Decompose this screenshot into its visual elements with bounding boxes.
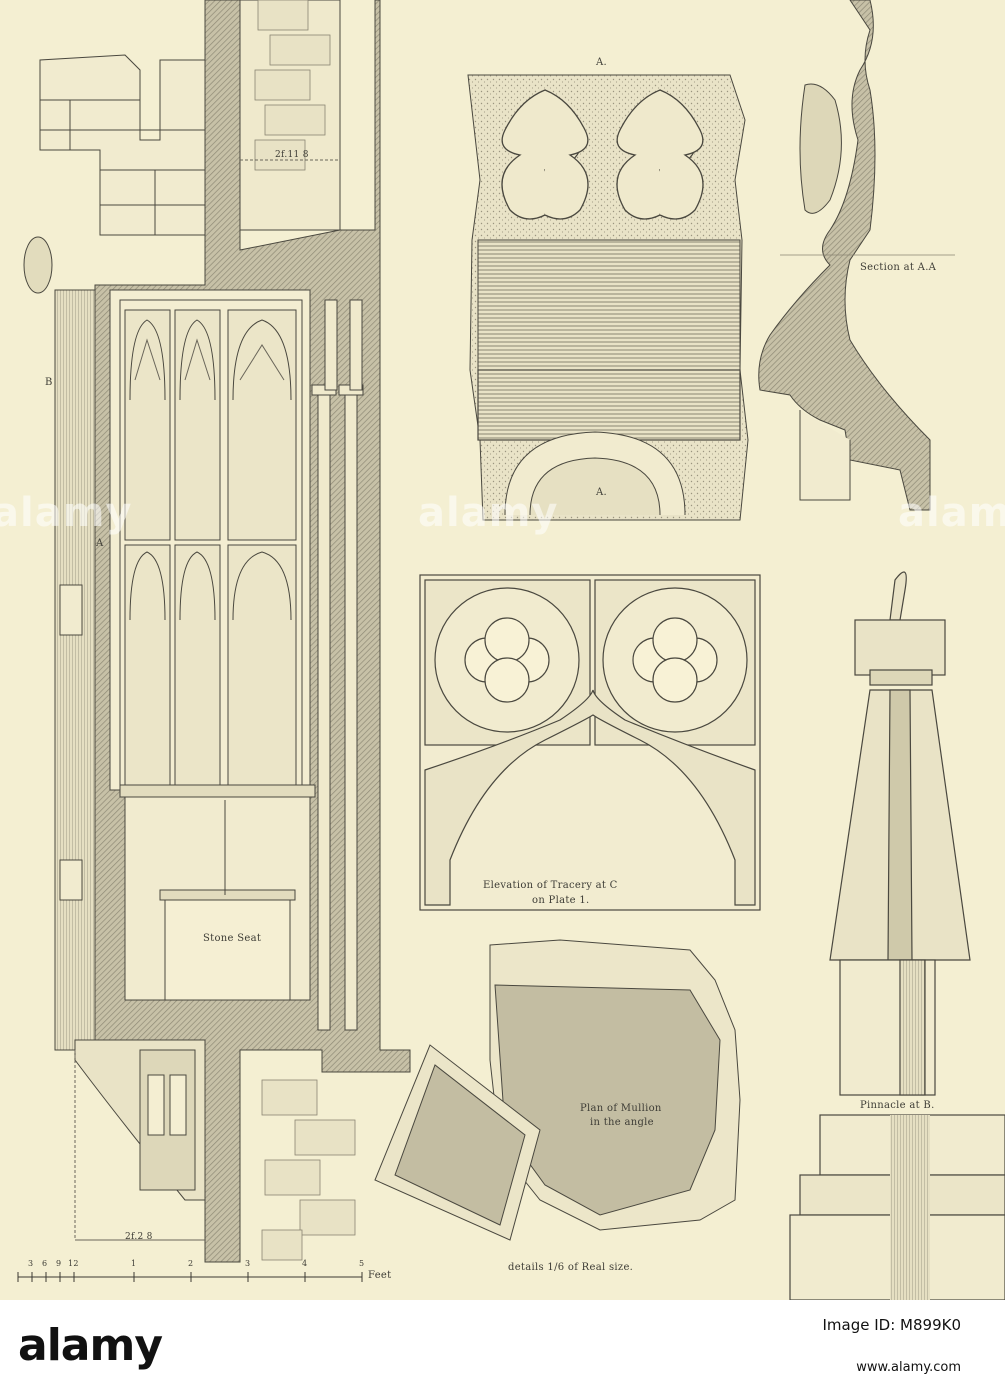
label-a-top: A.	[596, 57, 608, 68]
label-pinnacle: Pinnacle at B.	[860, 1100, 935, 1111]
pinnacle	[789, 571, 1005, 1301]
label-b-left: B	[45, 377, 53, 388]
watermark-center: alamy	[418, 490, 559, 536]
label-plan-line2: in the angle	[590, 1117, 654, 1128]
footer-image-id: Image ID: M899K0	[823, 1310, 962, 1334]
stock-footer: alamy Image ID: M899K0 www.alamy.com	[0, 1300, 1005, 1390]
scale-tick-label: 4	[302, 1259, 308, 1268]
footer-logo[interactable]: alamy	[18, 1320, 163, 1371]
label-dimension-bottom: 2f.2 8	[125, 1232, 153, 1242]
label-a-bottom: A.	[596, 487, 608, 498]
window-elevation	[23, 0, 411, 1263]
footer-url[interactable]: www.alamy.com	[856, 1360, 961, 1375]
mullion-plan	[374, 939, 741, 1241]
label-elevation-line2: on Plate 1.	[532, 895, 590, 906]
scale-tick-label: 3	[28, 1259, 34, 1268]
watermark-right: alamy	[898, 490, 1005, 536]
scale-tick-label: 1	[131, 1259, 137, 1268]
label-stone-seat: Stone Seat	[203, 933, 262, 944]
plate-drawing	[17, 0, 1005, 1301]
footer-image-id-label: Image ID: M899K0	[822, 1316, 962, 1334]
label-section: Section at A.A	[860, 262, 937, 273]
label-details: details 1/6 of Real size.	[508, 1262, 634, 1273]
scale-tick-label: 3	[245, 1259, 251, 1268]
scale-tick-label: 9	[56, 1259, 62, 1268]
scale-bar	[17, 1272, 363, 1282]
section-profile	[758, 0, 955, 511]
scale-tick-label: 2	[188, 1259, 194, 1268]
label-elevation-line1: Elevation of Tracery at C	[483, 880, 618, 891]
scale-tick-label: 6	[42, 1259, 48, 1268]
watermark-left: alamy	[0, 490, 133, 536]
capital-detail	[467, 74, 749, 521]
scale-tick-label: 5	[359, 1259, 365, 1268]
engraving-plate: A. A. B A Section at A.A 2f.11 8 Elevati…	[0, 0, 1005, 1301]
label-a-left: A	[96, 538, 104, 549]
tracery-elevation	[419, 574, 761, 911]
label-dimension-top: 2f.11 8	[275, 150, 309, 160]
scale-tick-label: 12	[68, 1259, 79, 1268]
label-scale-unit: Feet	[368, 1270, 392, 1281]
label-plan-line1: Plan of Mullion	[580, 1103, 662, 1114]
